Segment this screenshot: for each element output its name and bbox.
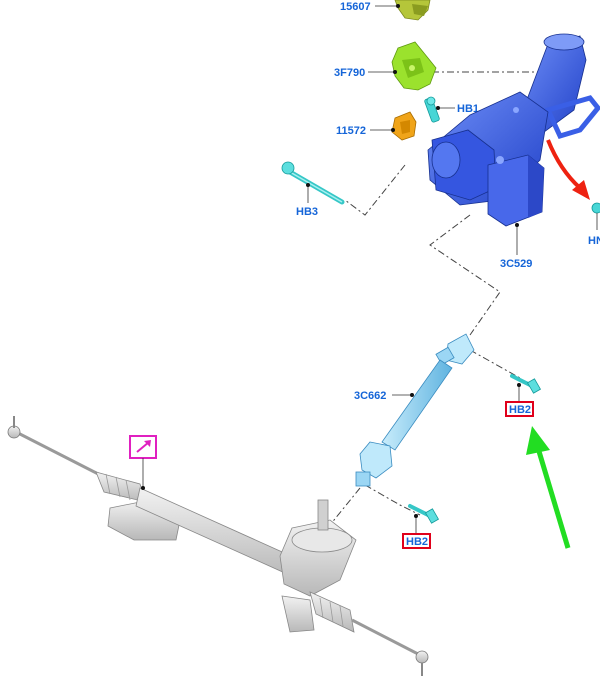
intermediate-shaft-3c662[interactable]: [355, 333, 475, 487]
leader-dot-3c529: [515, 223, 519, 227]
leader-dot-3f790: [393, 70, 397, 74]
bolt-hb1[interactable]: [424, 96, 440, 123]
curved-arrow-icon: [546, 139, 582, 190]
label-15607[interactable]: 15607: [340, 1, 371, 13]
bolt-hn[interactable]: [591, 202, 600, 230]
up-left-arrow-icon: [535, 447, 571, 549]
leader-dot-rack: [141, 486, 145, 490]
leader-dot-11572: [391, 128, 395, 132]
bracket-3f790[interactable]: [391, 41, 437, 91]
label-3c662[interactable]: 3C662: [354, 390, 386, 402]
leader-dot-15607: [396, 4, 400, 8]
label-3f790[interactable]: 3F790: [334, 67, 365, 79]
leader-dot-hb1: [436, 106, 440, 110]
leader-dot-hb2-lower: [414, 514, 418, 518]
callout-box-hb2-upper: [505, 401, 534, 417]
label-hb1[interactable]: HB1: [457, 103, 479, 115]
label-hb3[interactable]: HB3: [296, 206, 318, 218]
label-hb2-lower[interactable]: HB2: [406, 536, 428, 548]
curved-arrow-head: [572, 180, 590, 200]
bolt-hb2-upper[interactable]: [510, 374, 542, 394]
label-11572[interactable]: 11572: [336, 125, 366, 137]
steering-column-3c529[interactable]: [427, 33, 600, 227]
label-hn[interactable]: HN: [588, 235, 600, 247]
leader-dot-3c662: [410, 393, 414, 397]
clip-11572[interactable]: [391, 111, 417, 141]
lubricate-arrow-icon: [129, 435, 157, 459]
label-3c529[interactable]: 3C529: [500, 258, 532, 270]
bracket-15607[interactable]: [394, 0, 431, 21]
bolt-hb3[interactable]: [281, 161, 345, 205]
steering-rack[interactable]: [7, 416, 429, 676]
leader-dot-hb2-upper: [517, 383, 521, 387]
callout-box-hb2-lower: [402, 533, 431, 549]
bolt-hb2-lower[interactable]: [408, 504, 440, 524]
leader-dot-hb3: [306, 183, 310, 187]
label-hb2-upper[interactable]: HB2: [509, 404, 531, 416]
green-arrow-head: [526, 426, 550, 455]
assembly-lines: [329, 71, 545, 526]
